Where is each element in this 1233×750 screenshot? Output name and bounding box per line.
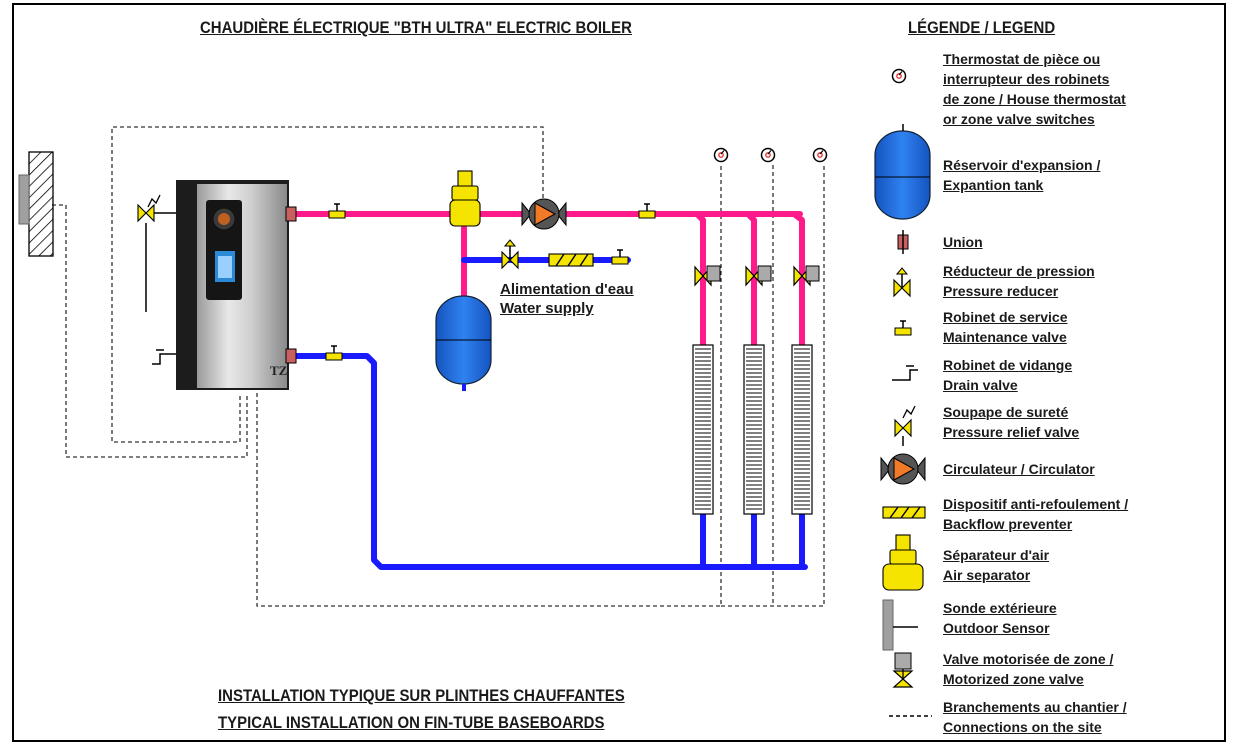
backflow-preventer-icon xyxy=(882,506,926,519)
legend-text: Air separator xyxy=(943,567,1031,583)
thermostat-icon xyxy=(891,68,907,84)
bottom-title-en: TYPICAL INSTALLATION ON FIN-TUBE BASEBOA… xyxy=(218,713,605,732)
legend-text: Expantion tank xyxy=(943,177,1044,193)
legend-text: Réservoir d'expansion / xyxy=(943,157,1101,173)
legend-text: Drain valve xyxy=(943,377,1018,393)
legend-item-thermostat: Thermostat de pièce ou interrupteur des … xyxy=(943,49,1126,129)
relief-valve-icon xyxy=(894,405,916,446)
diagram-frame xyxy=(12,3,1226,742)
expansion-tank-icon xyxy=(874,124,931,220)
legend-text: Dispositif anti-refoulement / xyxy=(943,496,1129,512)
legend-item-maintenance-valve: Robinet de service Maintenance valve xyxy=(943,307,1068,347)
legend-text: Robinet de vidange xyxy=(943,357,1073,373)
legend-text: Backflow preventer xyxy=(943,516,1073,532)
legend-text: Valve motorisée de zone / xyxy=(943,651,1114,667)
legend-item-circulator: Circulateur / Circulator xyxy=(943,459,1095,479)
legend-item-expansion-tank: Réservoir d'expansion / Expantion tank xyxy=(943,155,1100,195)
legend-text: de zone / House thermostat xyxy=(943,91,1126,107)
legend-item-motorized-zone-valve: Valve motorisée de zone / Motorized zone… xyxy=(943,649,1113,689)
legend-item-drain-valve: Robinet de vidange Drain valve xyxy=(943,355,1072,395)
water-supply-label-fr: Alimentation d'eau xyxy=(500,281,634,298)
legend-text: Connections on the site xyxy=(943,719,1102,735)
legend-text: Soupape de sureté xyxy=(943,404,1069,420)
legend-text: Motorized zone valve xyxy=(943,671,1084,687)
legend-item-backflow-preventer: Dispositif anti-refoulement / Backflow p… xyxy=(943,494,1128,534)
legend-item-air-separator: Séparateur d'air Air separator xyxy=(943,545,1049,585)
legend-text: interrupteur des robinets xyxy=(943,71,1110,87)
legend-text: Thermostat de pièce ou xyxy=(943,51,1101,67)
drain-valve-icon xyxy=(892,365,918,381)
legend-text: Circulateur / Circulator xyxy=(943,461,1095,477)
legend-text: Outdoor Sensor xyxy=(943,620,1050,636)
water-supply-label-en: Water supply xyxy=(500,300,594,317)
pressure-reducer-icon xyxy=(893,267,911,298)
legend-item-relief-valve: Soupape de sureté Pressure relief valve xyxy=(943,402,1079,442)
air-separator-icon xyxy=(882,534,924,591)
legend-text: Sonde extérieure xyxy=(943,600,1057,616)
circulator-icon xyxy=(880,453,926,485)
legend-text: Pressure reducer xyxy=(943,283,1059,299)
legend-text: or zone valve switches xyxy=(943,111,1095,127)
bottom-title-fr: INSTALLATION TYPIQUE SUR PLINTHES CHAUFF… xyxy=(218,686,625,705)
outdoor-sensor-icon xyxy=(882,599,918,651)
legend-item-union: Union xyxy=(943,232,983,252)
boiler-badge: TZ xyxy=(270,363,288,378)
main-title: CHAUDIÈRE ÉLECTRIQUE "BTH ULTRA" ELECTRI… xyxy=(200,18,632,37)
legend-text: Maintenance valve xyxy=(943,329,1067,345)
legend-text: Réducteur de pression xyxy=(943,263,1095,279)
legend-item-outdoor-sensor: Sonde extérieure Outdoor Sensor xyxy=(943,598,1057,638)
legend-text: Branchements au chantier / xyxy=(943,699,1127,715)
legend-text: Robinet de service xyxy=(943,309,1068,325)
legend-text: Union xyxy=(943,234,983,250)
legend-title: LÉGENDE / LEGEND xyxy=(908,18,1056,37)
legend-item-pressure-reducer: Réducteur de pression Pressure reducer xyxy=(943,261,1095,301)
legend-text: Pressure relief valve xyxy=(943,424,1080,440)
maintenance-valve-icon xyxy=(894,320,912,336)
legend-text: Séparateur d'air xyxy=(943,547,1050,563)
legend-item-site-connection: Branchements au chantier / Connections o… xyxy=(943,697,1127,737)
motorized-zone-valve-icon xyxy=(893,652,913,688)
union-icon xyxy=(897,230,909,254)
